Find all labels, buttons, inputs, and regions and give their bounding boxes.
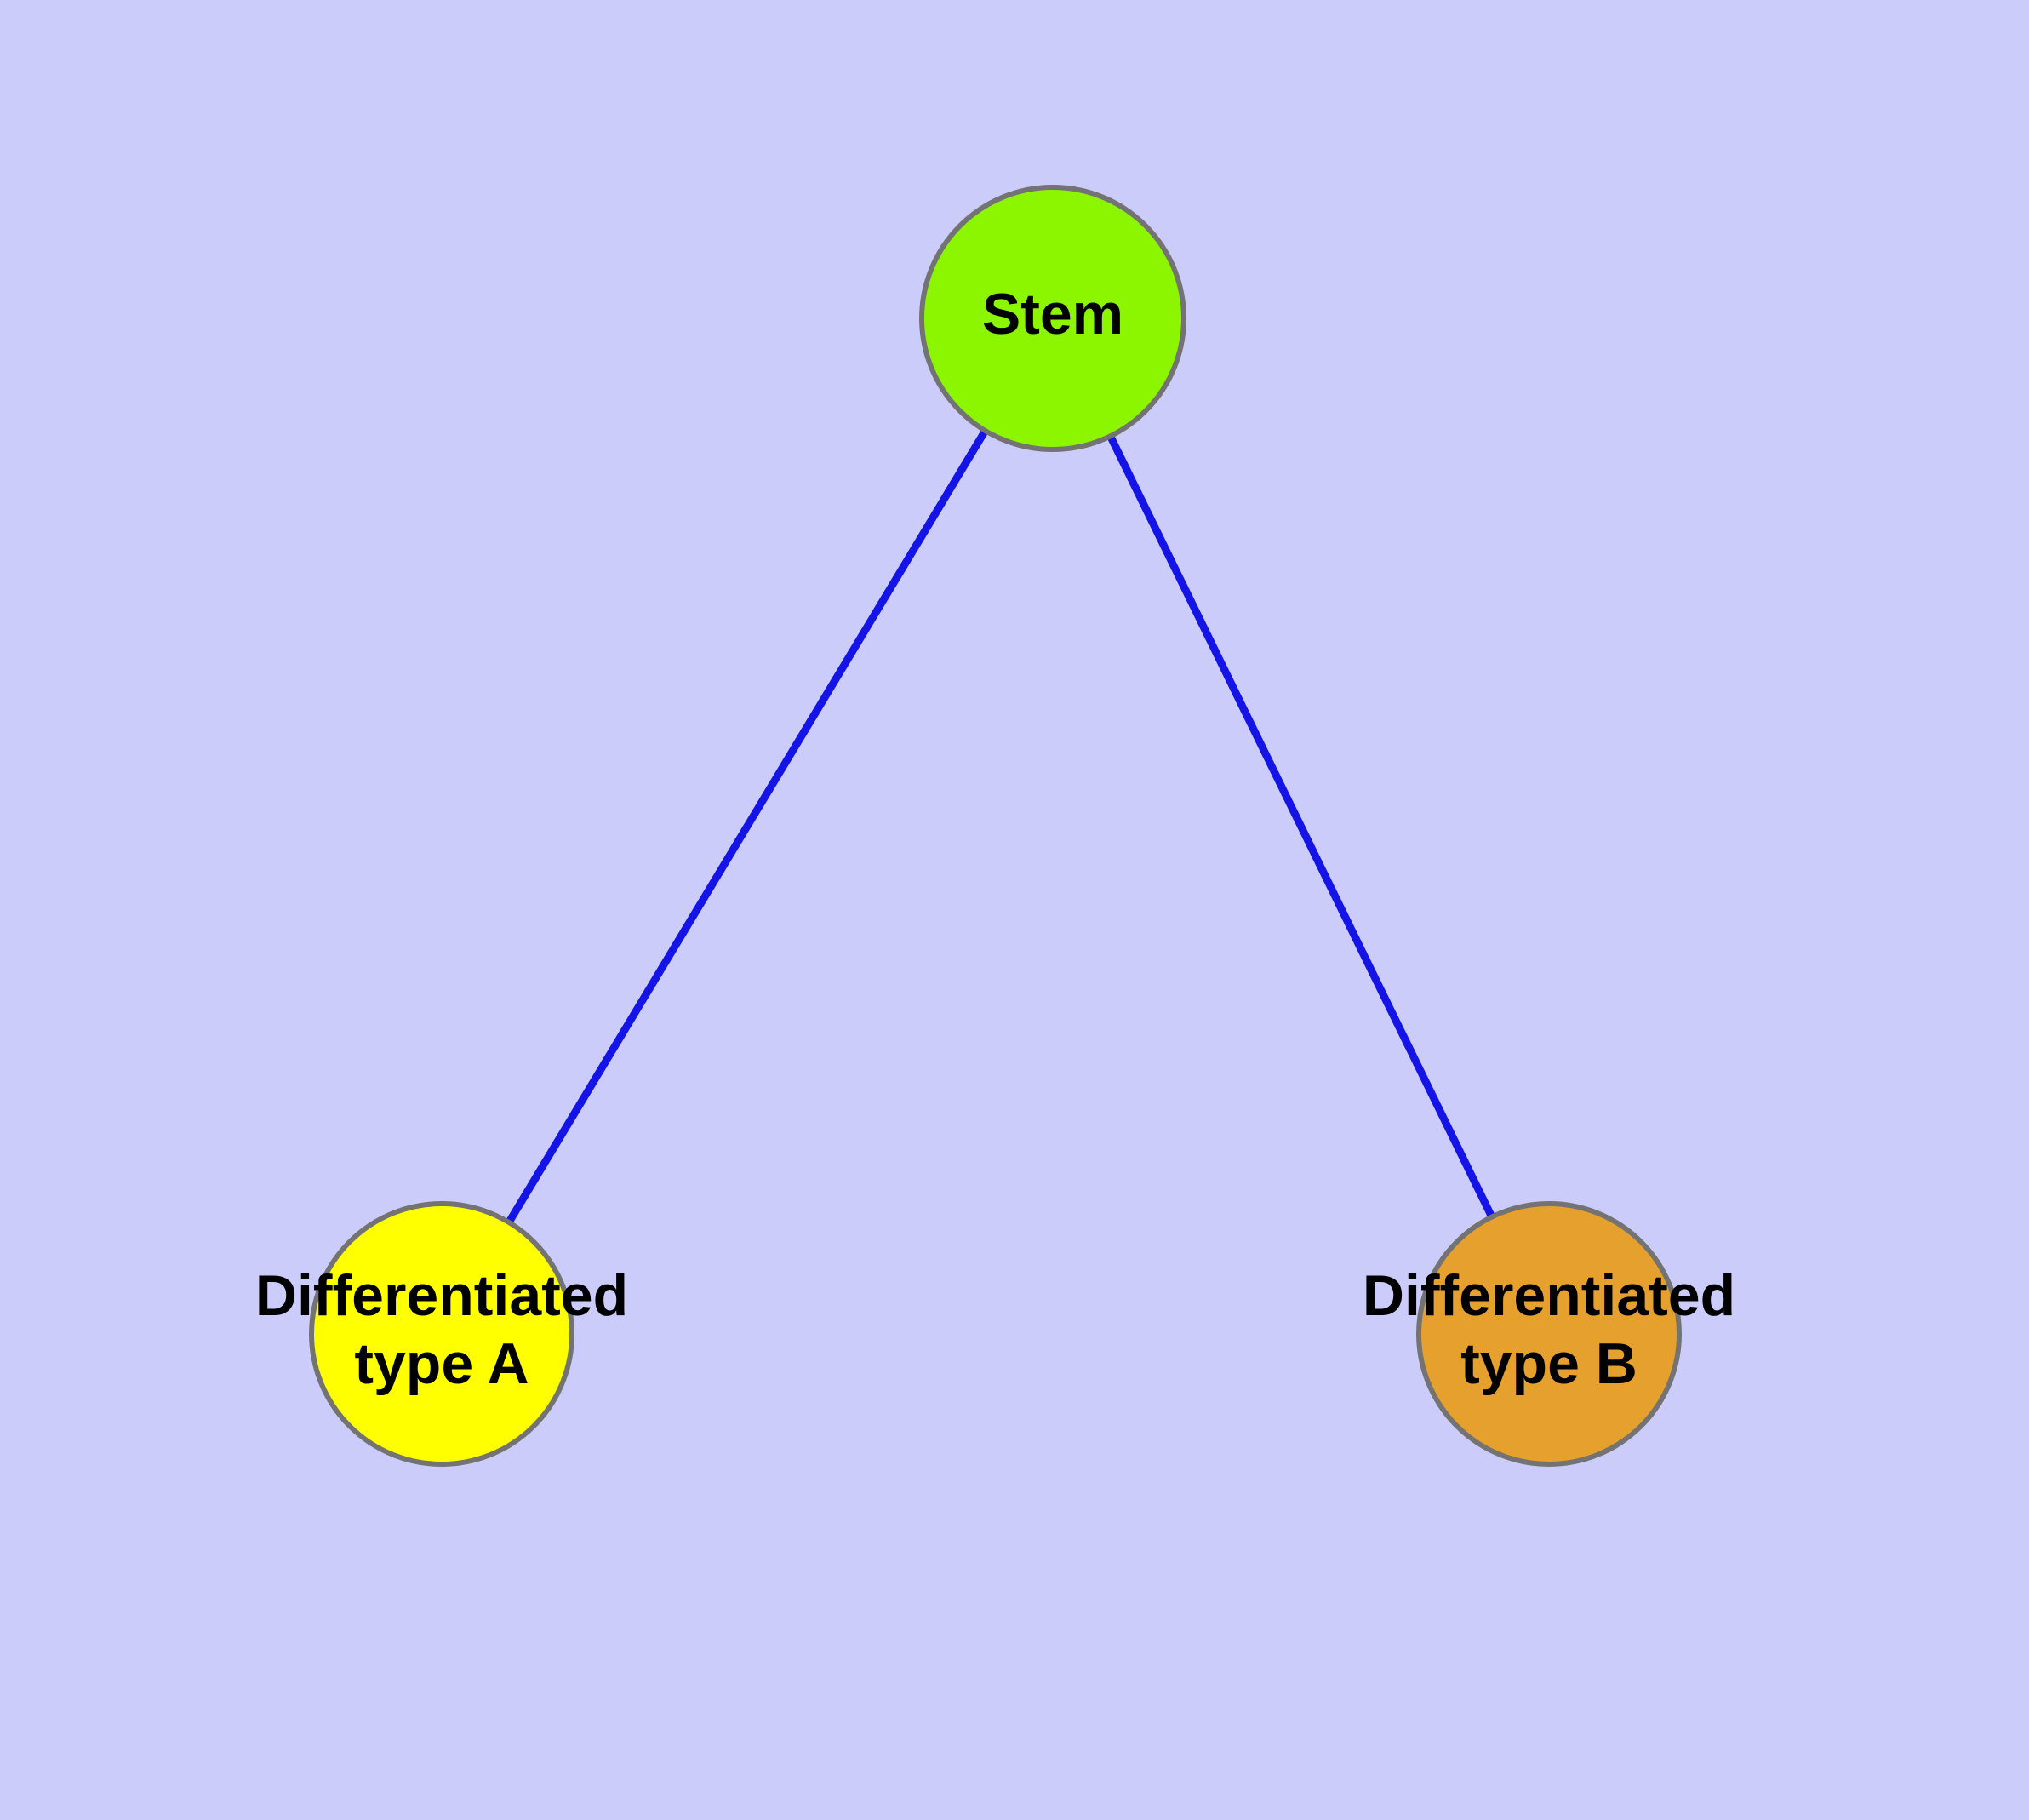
node-circle-diff_a[interactable] bbox=[309, 1201, 574, 1467]
node-label-line: type B bbox=[1460, 1331, 1637, 1396]
graph-edge[interactable]: Stem – Differentiated type B bbox=[1049, 317, 1553, 1336]
node-label-line: Differentiated bbox=[255, 1263, 628, 1328]
graph-edge[interactable]: Stem – Differentiated type A bbox=[438, 316, 1056, 1336]
node-label-line: type A bbox=[354, 1331, 529, 1396]
node-label-line: Stem bbox=[982, 282, 1123, 346]
node-circle-stem[interactable] bbox=[919, 185, 1186, 452]
node-label-stem: Stem bbox=[982, 282, 1123, 346]
edge-layer: Stem – Differentiated type AStem – Diffe… bbox=[438, 316, 1553, 1336]
node-circle-diff_b[interactable] bbox=[1416, 1201, 1682, 1467]
graph-node-stem[interactable]: Stem bbox=[919, 185, 1186, 452]
node-label-line: Differentiated bbox=[1363, 1263, 1735, 1328]
